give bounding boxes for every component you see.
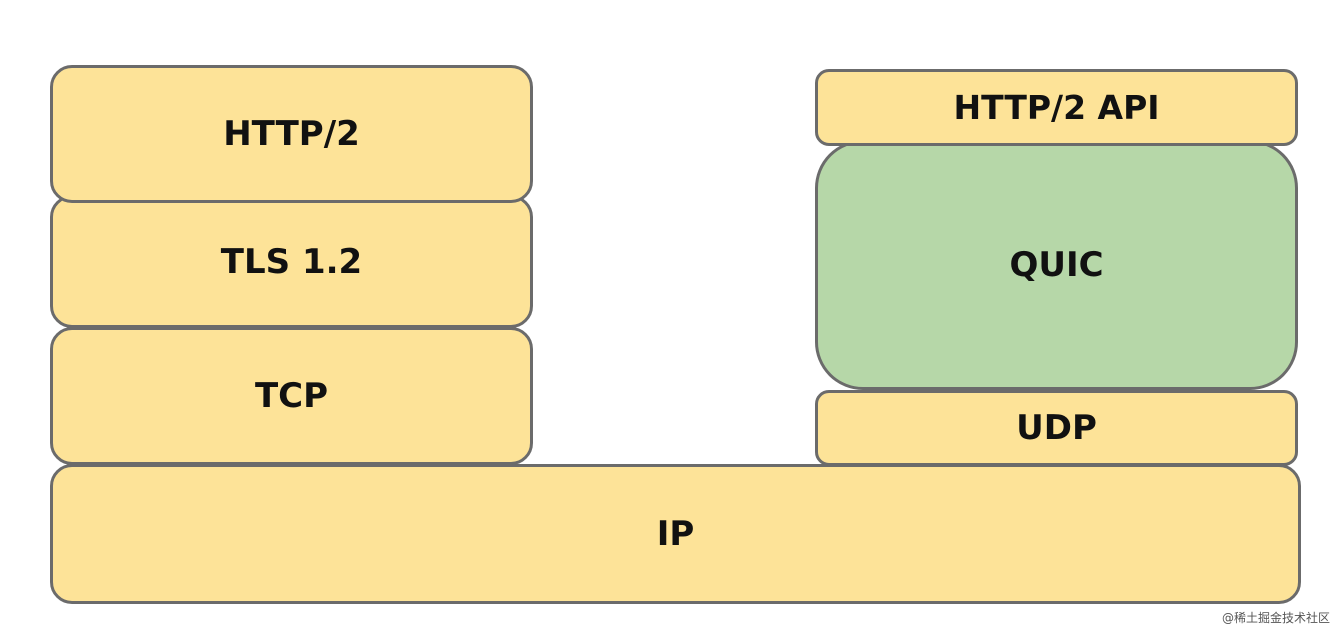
- watermark: @稀土掘金技术社区: [1221, 611, 1330, 625]
- layer-ip-label: IP: [656, 514, 695, 554]
- layer-http2: HTTP/2: [50, 65, 533, 203]
- layer-http2-label: HTTP/2: [223, 114, 360, 154]
- layer-ip: IP: [50, 464, 1301, 604]
- layer-http2-api: HTTP/2 API: [815, 69, 1298, 146]
- layer-quic-label: QUIC: [1009, 245, 1104, 285]
- layer-http2-api-label: HTTP/2 API: [953, 88, 1160, 127]
- layer-tcp-label: TCP: [254, 376, 329, 416]
- layer-tls: TLS 1.2: [50, 195, 533, 328]
- layer-quic: QUIC: [815, 140, 1298, 390]
- layer-udp: UDP: [815, 390, 1298, 466]
- layer-udp-label: UDP: [1016, 408, 1097, 448]
- layer-tls-label: TLS 1.2: [220, 241, 363, 282]
- layer-tcp: TCP: [50, 327, 533, 465]
